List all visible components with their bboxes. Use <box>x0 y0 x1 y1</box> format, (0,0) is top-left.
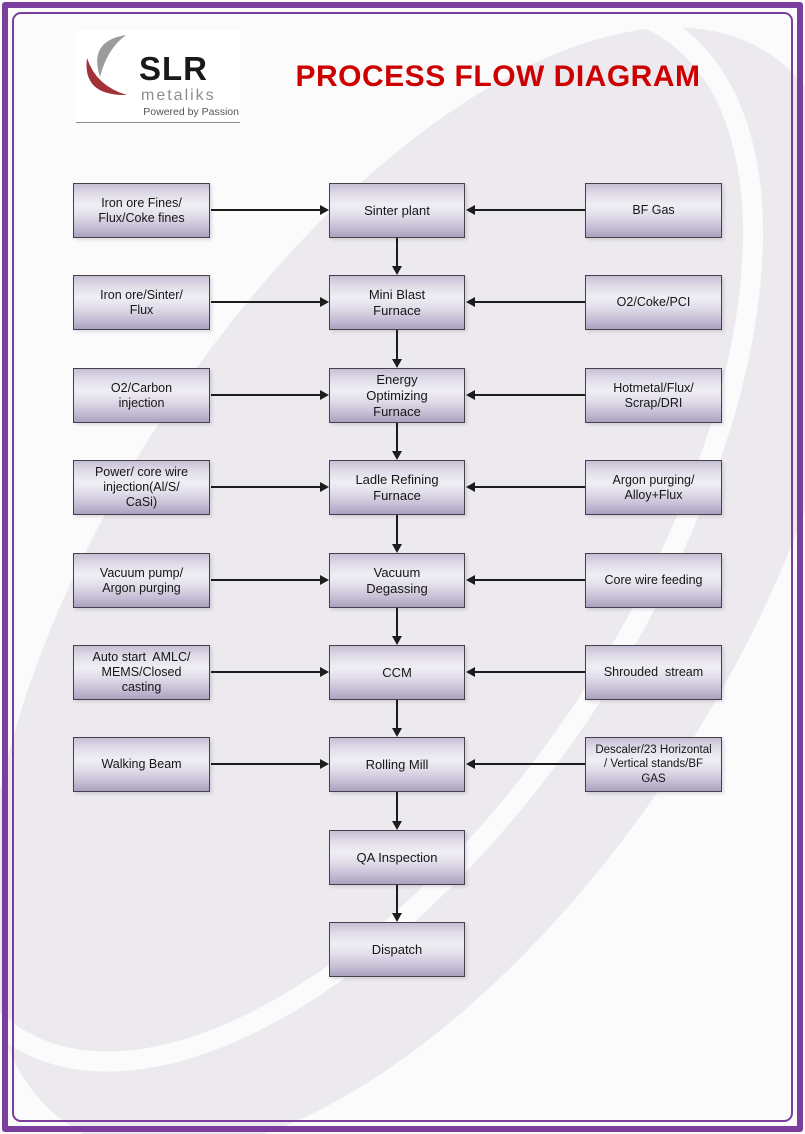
box-bf-gas: BF Gas <box>585 183 722 238</box>
arrowhead-left-icon <box>466 297 475 307</box>
arrow-right-input <box>466 295 585 309</box>
flow-row-1: Iron ore Fines/ Flux/Coke fines Sinter p… <box>0 183 805 238</box>
box-ladle-refining-furnace: Ladle Refining Furnace <box>329 460 465 515</box>
flow-row-2: Iron ore/Sinter/ Flux Mini Blast Furnace… <box>0 275 805 330</box>
arrow-left-input <box>211 388 329 402</box>
arrow-right-input <box>466 480 585 494</box>
arrow-right-input <box>466 203 585 217</box>
arrowhead-down-icon <box>392 728 402 737</box>
box-o2-coke-pci: O2/Coke/PCI <box>585 275 722 330</box>
arrowhead-left-icon <box>466 575 475 585</box>
arrowhead-down-icon <box>392 821 402 830</box>
logo-subname-text: metaliks <box>141 87 216 104</box>
arrowhead-down-icon <box>392 913 402 922</box>
box-rolling-mill: Rolling Mill <box>329 737 465 792</box>
arrow-down <box>390 792 404 830</box>
box-mini-blast-furnace: Mini Blast Furnace <box>329 275 465 330</box>
arrowhead-down-icon <box>392 544 402 553</box>
arrowhead-right-icon <box>320 482 329 492</box>
page-title: PROCESS FLOW DIAGRAM <box>295 60 701 93</box>
arrow-left-input <box>211 757 329 771</box>
arrowhead-down-icon <box>392 451 402 460</box>
arrow-left-input <box>211 480 329 494</box>
arrow-left-input <box>211 203 329 217</box>
arrowhead-right-icon <box>320 667 329 677</box>
box-vacuum-pump-argon-purging: Vacuum pump/ Argon purging <box>73 553 210 608</box>
box-core-wire-feeding: Core wire feeding <box>585 553 722 608</box>
arrowhead-right-icon <box>320 575 329 585</box>
logo-name-text: SLR <box>139 50 208 87</box>
flow-row-9: Dispatch <box>0 922 805 977</box>
arrow-left-input <box>211 573 329 587</box>
slr-logo: SLR metaliks Powered by Passion <box>76 30 240 123</box>
arrow-right-input <box>466 665 585 679</box>
arrowhead-left-icon <box>466 759 475 769</box>
arrow-left-input <box>211 295 329 309</box>
box-hotmetal-flux-scrap-dri: Hotmetal/Flux/ Scrap/DRI <box>585 368 722 423</box>
flow-row-3: O2/Carbon injection Energy Optimizing Fu… <box>0 368 805 423</box>
box-energy-optimizing-furnace: Energy Optimizing Furnace <box>329 368 465 423</box>
flow-row-5: Vacuum pump/ Argon purging Vacuum Degass… <box>0 553 805 608</box>
box-walking-beam: Walking Beam <box>73 737 210 792</box>
box-argon-purging-alloy-flux: Argon purging/ Alloy+Flux <box>585 460 722 515</box>
box-auto-start-amlc: Auto start AMLC/ MEMS/Closed casting <box>73 645 210 700</box>
arrowhead-right-icon <box>320 205 329 215</box>
arrow-left-input <box>211 665 329 679</box>
logo-tagline: Powered by Passion <box>143 106 239 118</box>
box-qa-inspection: QA Inspection <box>329 830 465 885</box>
arrow-down <box>390 515 404 553</box>
flow-row-4: Power/ core wire injection(Al/S/ CaSi) L… <box>0 460 805 515</box>
slr-swoosh-icon <box>86 35 127 96</box>
arrow-down <box>390 608 404 645</box>
flow-row-6: Auto start AMLC/ MEMS/Closed casting CCM… <box>0 645 805 700</box>
box-power-core-wire-injection: Power/ core wire injection(Al/S/ CaSi) <box>73 460 210 515</box>
box-ccm: CCM <box>329 645 465 700</box>
arrowhead-right-icon <box>320 297 329 307</box>
arrow-down <box>390 700 404 737</box>
box-dispatch: Dispatch <box>329 922 465 977</box>
arrowhead-left-icon <box>466 205 475 215</box>
arrowhead-right-icon <box>320 390 329 400</box>
box-shrouded-stream: Shrouded stream <box>585 645 722 700</box>
arrowhead-down-icon <box>392 266 402 275</box>
arrowhead-left-icon <box>466 667 475 677</box>
arrow-down <box>390 885 404 922</box>
arrow-down <box>390 238 404 275</box>
arrow-down <box>390 423 404 460</box>
box-descaler-stands: Descaler/23 Horizontal / Vertical stands… <box>585 737 722 792</box>
arrowhead-left-icon <box>466 390 475 400</box>
box-iron-ore-sinter-flux: Iron ore/Sinter/ Flux <box>73 275 210 330</box>
arrow-right-input <box>466 757 585 771</box>
arrow-right-input <box>466 573 585 587</box>
box-sinter-plant: Sinter plant <box>329 183 465 238</box>
box-vacuum-degassing: Vacuum Degassing <box>329 553 465 608</box>
arrow-right-input <box>466 388 585 402</box>
arrow-down <box>390 330 404 368</box>
arrowhead-down-icon <box>392 636 402 645</box>
flow-row-8: QA Inspection <box>0 830 805 885</box>
flow-row-7: Walking Beam Rolling Mill Descaler/23 Ho… <box>0 737 805 792</box>
arrowhead-down-icon <box>392 359 402 368</box>
arrowhead-right-icon <box>320 759 329 769</box>
arrowhead-left-icon <box>466 482 475 492</box>
box-o2-carbon-injection: O2/Carbon injection <box>73 368 210 423</box>
box-iron-ore-fines: Iron ore Fines/ Flux/Coke fines <box>73 183 210 238</box>
